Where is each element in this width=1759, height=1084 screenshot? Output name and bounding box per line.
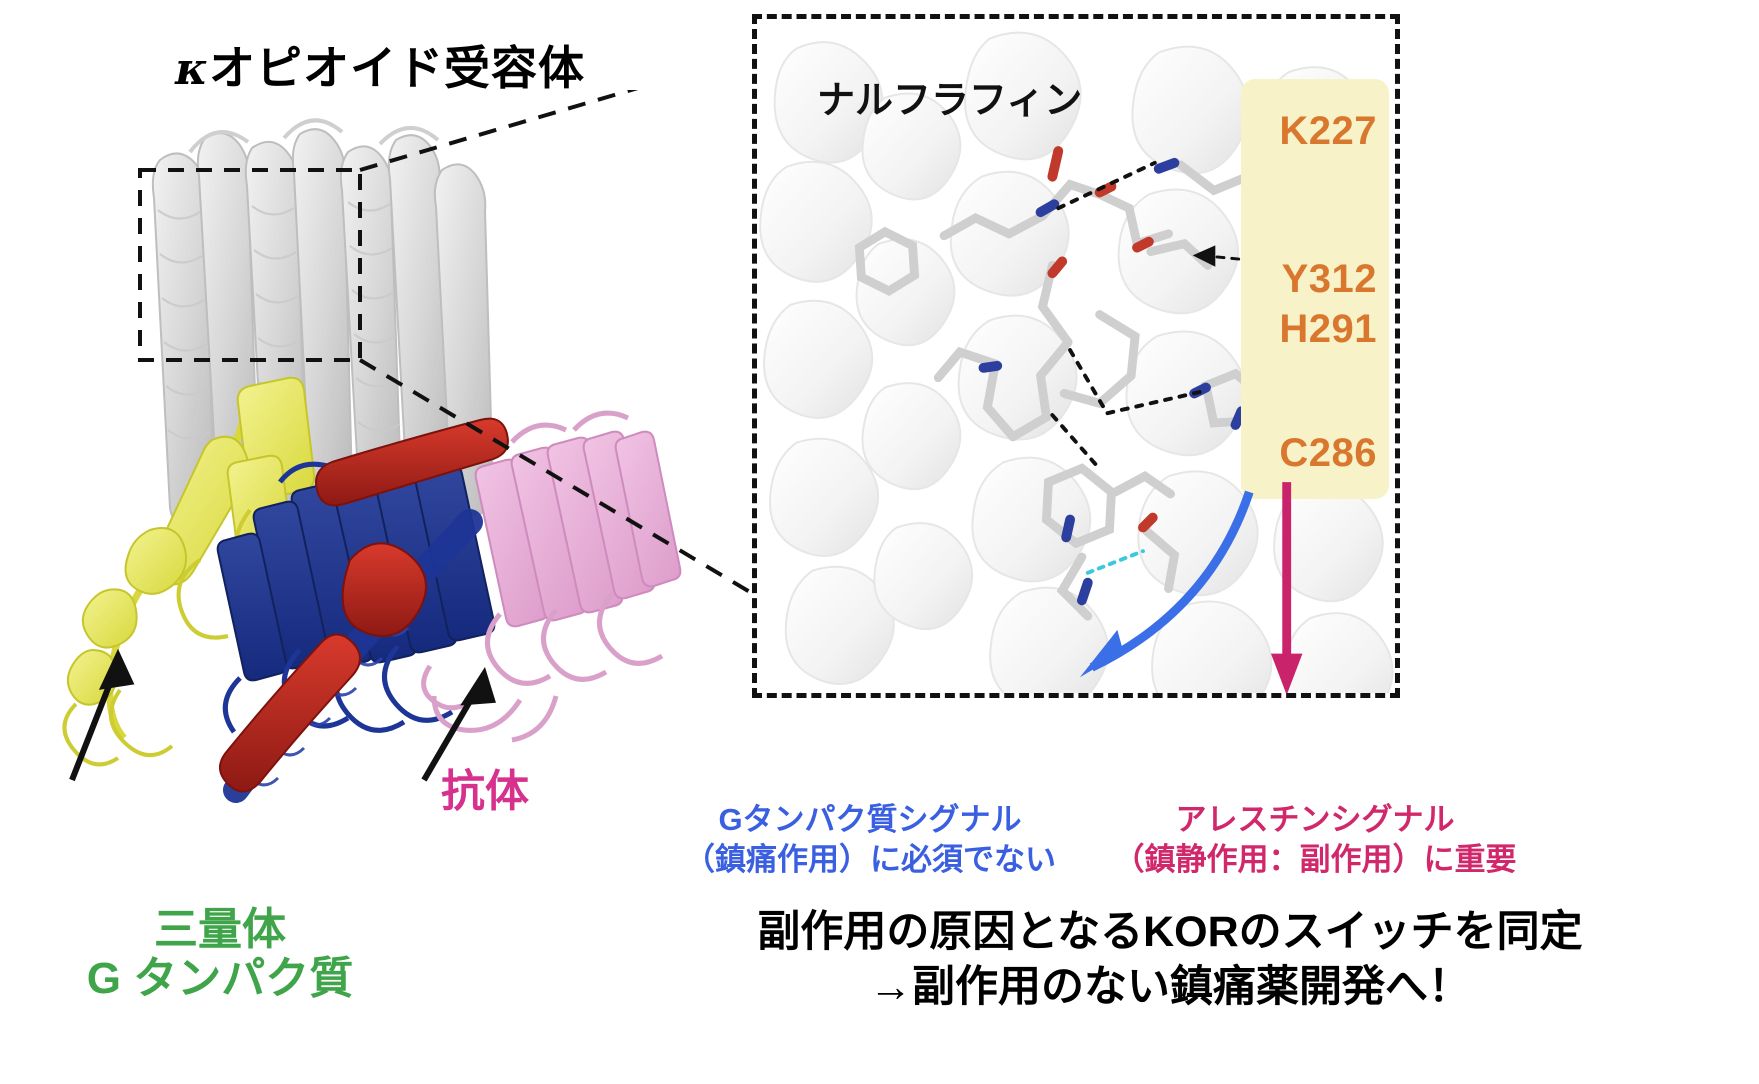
conclusion-line1: 副作用の原因となるKORのスイッチを同定	[757, 908, 1583, 956]
g-alpha-subunit	[62, 376, 316, 767]
trimer-label-line2: G タンパク質	[86, 954, 354, 1004]
arrestin-signal-caption: アレスチンシグナル （鎮静作用：副作用）に重要	[1090, 800, 1540, 879]
trimer-g-protein-label: 三量体 G タンパク質	[60, 905, 380, 1004]
conclusion-line2: →副作用のない鎮痛薬開発へ！	[869, 963, 1471, 1012]
residue-label-y312: Y312	[1281, 257, 1377, 301]
arrestin-caption-line1: アレスチンシグナル	[1175, 802, 1455, 837]
g-protein-signal-caption: Gタンパク質シグナル （鎮痛作用）に必須でない	[660, 800, 1080, 879]
receptor-title-text: オピオイド受容体	[208, 42, 585, 94]
conclusion-caption: 副作用の原因となるKORのスイッチを同定 →副作用のない鎮痛薬開発へ！	[620, 905, 1720, 1015]
residue-label-h291: H291	[1279, 307, 1377, 351]
protein-structure-graphic	[0, 90, 760, 820]
red-helix-elements	[219, 417, 509, 793]
arrestin-caption-line2: （鎮静作用：副作用）に重要	[1113, 841, 1517, 877]
g-protein-caption-line2: （鎮痛作用）に必須でない	[684, 841, 1056, 877]
antibody-domain	[421, 410, 682, 743]
protein-structure-svg	[62, 90, 760, 803]
receptor-title: κオピオイド受容体	[120, 32, 640, 98]
residue-highlight-band	[1241, 79, 1389, 499]
zoom-region-dashed-box	[138, 168, 362, 362]
ligand-name-label: ナルフラフィン	[817, 80, 1083, 122]
zoom-connector-lines	[358, 90, 760, 600]
binding-site-inset-panel: ナルフラフィン K227 Y312 H291 C286	[752, 14, 1400, 698]
antibody-label: 抗体	[441, 767, 529, 816]
g-protein-caption-line1: Gタンパク質シグナル	[718, 802, 1022, 837]
receptor-7tm-helices	[151, 118, 495, 530]
trimer-label-line1: 三量体	[154, 905, 286, 954]
residue-label-k227: K227	[1279, 109, 1377, 153]
residue-label-c286: C286	[1279, 431, 1377, 475]
g-beta-subunit	[216, 447, 496, 803]
kappa-symbol: κ	[175, 44, 209, 95]
